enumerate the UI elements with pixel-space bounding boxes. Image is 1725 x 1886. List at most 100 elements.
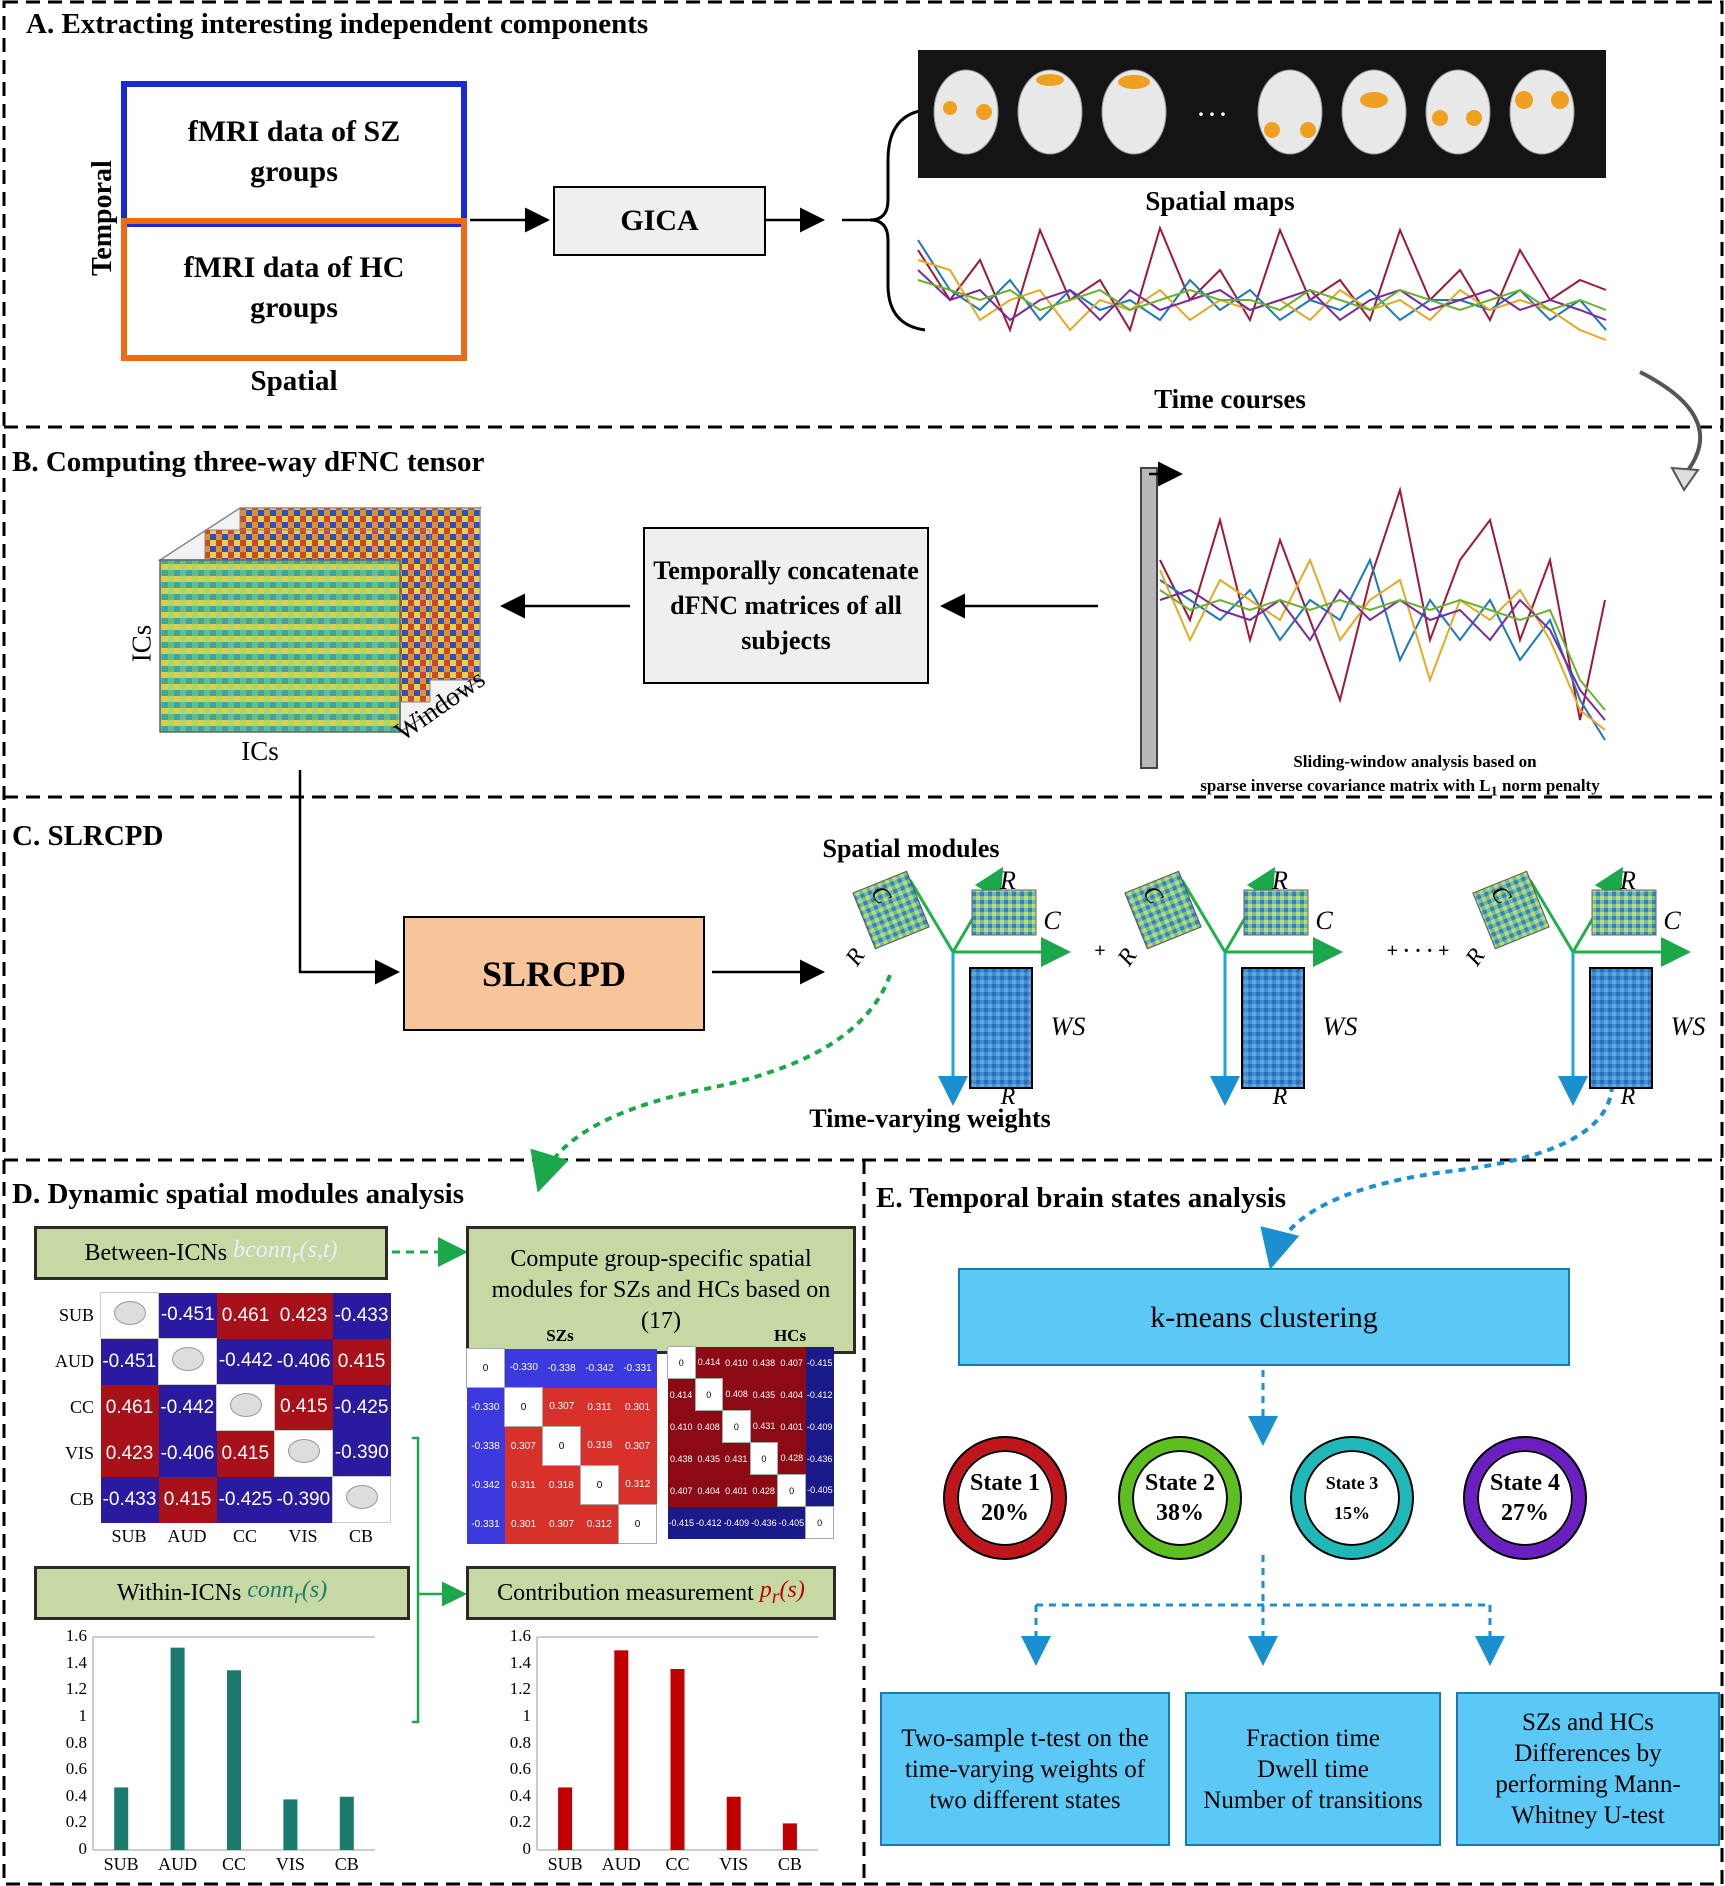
between-matrix-cell: -0.451 bbox=[158, 1292, 217, 1339]
matrix-cell: -0.415 bbox=[805, 1346, 834, 1379]
c-label: C bbox=[1043, 906, 1061, 935]
matrix-cell: 0.401 bbox=[777, 1410, 806, 1443]
time-courses-panel-b bbox=[1159, 486, 1606, 741]
matrix-cell: -0.331 bbox=[618, 1348, 657, 1388]
temporal-label: Temporal bbox=[87, 160, 118, 276]
chart-axes bbox=[92, 1636, 818, 1851]
time-varying-label: Time-varying weights bbox=[809, 1104, 1051, 1133]
y-tick-label: 1.2 bbox=[65, 1679, 87, 1699]
matrix-cell: -0.342 bbox=[466, 1465, 505, 1505]
mann-whitney-box: SZs and HCs Differences by performing Ma… bbox=[1456, 1692, 1720, 1846]
matrix-cell: 0.301 bbox=[618, 1387, 657, 1427]
x-tick-label: AUD bbox=[601, 1854, 641, 1874]
y-tick-label: 0 bbox=[78, 1839, 88, 1858]
matrix-cell: -0.409 bbox=[722, 1506, 751, 1539]
matrix-cell: 0.307 bbox=[542, 1504, 581, 1544]
state-name: State 2 bbox=[1145, 1470, 1215, 1496]
curved-arrow bbox=[1639, 370, 1703, 482]
between-matrix-cell: 0.423 bbox=[100, 1430, 159, 1477]
y-tick-label: 0.2 bbox=[65, 1812, 87, 1832]
matrix-cell: 0.428 bbox=[777, 1442, 806, 1475]
hc-data-box bbox=[121, 218, 467, 361]
matrix-row-label: SUB bbox=[58, 1305, 94, 1325]
y-tick-label: 0.6 bbox=[509, 1759, 531, 1779]
between-matrix-cell: 0.461 bbox=[216, 1292, 275, 1339]
matrix-cell: 0 bbox=[504, 1387, 543, 1427]
kmeans-box: k-means clustering bbox=[958, 1268, 1570, 1366]
x-tick-label: CB bbox=[334, 1854, 359, 1874]
y-tick-label: 0.8 bbox=[65, 1732, 87, 1752]
state-name: State 4 bbox=[1490, 1470, 1560, 1496]
matrix-cell: 0.311 bbox=[580, 1387, 619, 1427]
concat-label: Temporally concatenate dFNC matrices of … bbox=[653, 556, 919, 655]
matrix-cell: 0.318 bbox=[580, 1426, 619, 1466]
matrix-col-label: VIS bbox=[288, 1526, 318, 1546]
c-label: C bbox=[1315, 906, 1333, 935]
matrix-cell: 0.408 bbox=[722, 1378, 751, 1411]
matrix-cell: 0.401 bbox=[722, 1474, 751, 1507]
contribution-box: Contribution measurement pr(s) bbox=[466, 1566, 836, 1620]
slrcpd-label: SLRCPD bbox=[481, 953, 627, 994]
between-matrix-cell: -0.406 bbox=[274, 1338, 333, 1385]
bar-cb bbox=[782, 1823, 797, 1850]
state-circle: State 2 38% bbox=[1120, 1438, 1240, 1558]
matrix-row-label: AUD bbox=[55, 1351, 94, 1371]
section-e-title: E. Temporal brain states analysis bbox=[876, 1182, 1287, 1214]
state-name: State 1 bbox=[970, 1470, 1040, 1496]
matrix-cell: 0.407 bbox=[667, 1474, 696, 1507]
between-matrix-cell: -0.442 bbox=[158, 1384, 217, 1431]
r-label: R bbox=[1000, 866, 1016, 895]
matrix-cell: 0 bbox=[618, 1504, 657, 1544]
matrix-cell: 0.435 bbox=[750, 1378, 778, 1411]
y-tick-label: 0.8 bbox=[509, 1732, 531, 1752]
matrix-cell: -0.415 bbox=[667, 1506, 696, 1539]
matrix-cell: -0.405 bbox=[777, 1506, 806, 1539]
state-percent: 38% bbox=[1156, 1500, 1204, 1526]
ics-x-label: ICs bbox=[241, 736, 279, 766]
between-matrix-cell: 0.415 bbox=[274, 1384, 333, 1431]
sliding-caption-2: sparse inverse covariance matrix with L1… bbox=[1200, 776, 1600, 800]
matrix-cell: 0.414 bbox=[695, 1346, 723, 1379]
between-matrix-cell: -0.451 bbox=[100, 1338, 159, 1385]
hcs-label: HCs bbox=[773, 1326, 807, 1345]
matrix-cell: 0.414 bbox=[667, 1378, 696, 1411]
r-label: R bbox=[1620, 866, 1636, 895]
matrix-cell: -0.412 bbox=[805, 1378, 834, 1411]
ttest-box: Two-sample t-test on the time-varying we… bbox=[880, 1692, 1170, 1846]
r-label: R bbox=[1272, 866, 1288, 895]
matrix-cell: 0.307 bbox=[618, 1426, 657, 1466]
state-name: State 3 bbox=[1325, 1473, 1379, 1493]
bar-aud bbox=[170, 1647, 185, 1850]
concat-box: Temporally concatenate dFNC matrices of … bbox=[643, 527, 929, 684]
y-tick-label: 0.6 bbox=[65, 1759, 87, 1779]
matrix-col-label: SUB bbox=[111, 1526, 147, 1546]
matrix-row-label: CB bbox=[69, 1489, 94, 1509]
matrix-cell: -0.331 bbox=[466, 1504, 505, 1544]
section-b-title: B. Computing three-way dFNC tensor bbox=[12, 446, 485, 478]
section-a-title: A. Extracting interesting independent co… bbox=[26, 8, 649, 40]
x-tick-label: SUB bbox=[547, 1854, 583, 1874]
spatial-maps-label: Spatial maps bbox=[1145, 186, 1295, 216]
between-matrix-cell: -0.425 bbox=[216, 1476, 275, 1523]
between-matrix-cell: -0.433 bbox=[332, 1292, 391, 1339]
between-matrix-cell: -0.406 bbox=[158, 1430, 217, 1477]
matrix-cell: -0.436 bbox=[750, 1506, 778, 1539]
matrix-cell: 0.307 bbox=[504, 1426, 543, 1466]
r-label: R bbox=[1000, 1084, 1016, 1110]
between-matrix-cell: -0.390 bbox=[274, 1476, 333, 1523]
time-courses-panel-a bbox=[917, 225, 1607, 341]
r-label: R bbox=[1272, 1084, 1288, 1110]
module-matrices bbox=[852, 870, 1657, 1089]
bar-sub bbox=[114, 1787, 129, 1850]
y-tick-label: 1.4 bbox=[65, 1652, 87, 1672]
between-icns-box: Between-ICNs bconnr(s,t) bbox=[34, 1226, 388, 1280]
between-matrix-cell bbox=[158, 1338, 217, 1385]
